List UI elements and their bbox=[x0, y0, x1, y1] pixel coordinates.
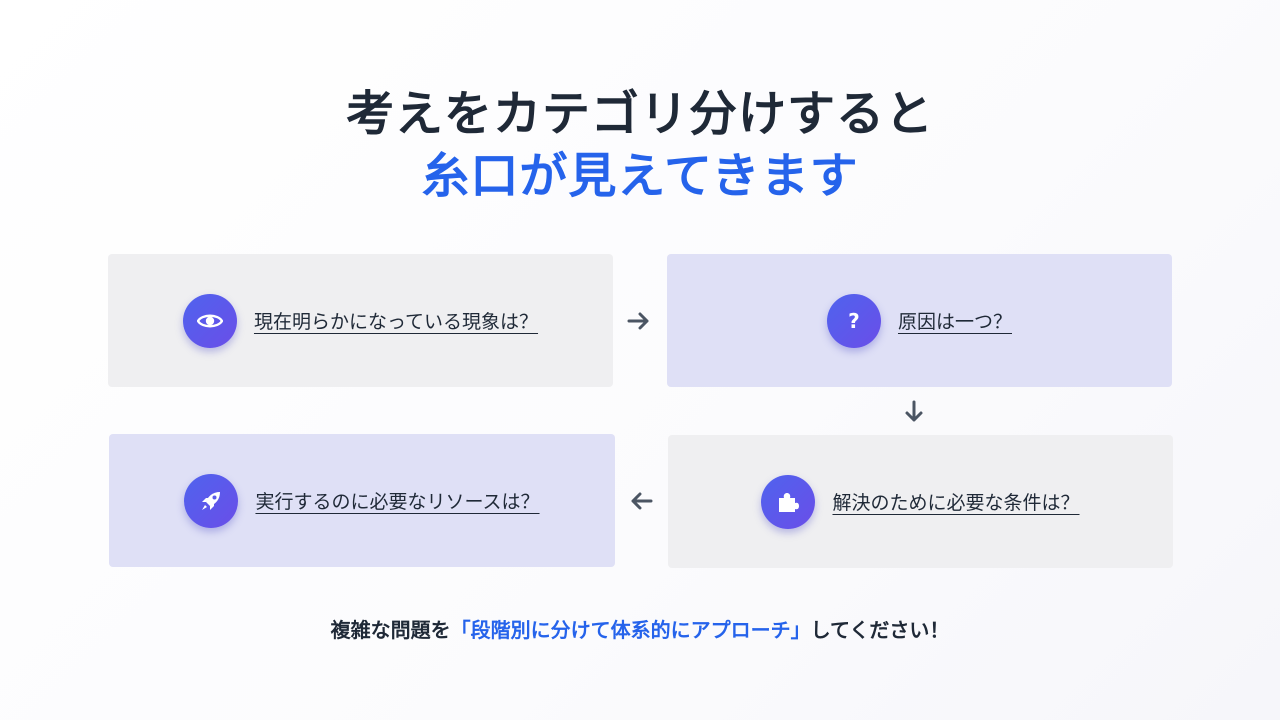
card-single-cause: ? 原因は一つ？ bbox=[667, 254, 1172, 387]
arrow-right-icon bbox=[627, 312, 649, 330]
rocket-icon bbox=[184, 473, 239, 528]
question-mark: ? bbox=[848, 308, 860, 333]
footer-suffix: してください！ bbox=[810, 618, 950, 642]
card-label: 解決のために必要な条件は？ bbox=[832, 492, 1080, 514]
eye-icon bbox=[182, 293, 237, 348]
card-label: 原因は一つ？ bbox=[897, 311, 1012, 333]
title-line-1: 考えをカテゴリ分けすると bbox=[345, 86, 934, 142]
question-icon: ? bbox=[826, 293, 881, 348]
footer-prefix: 複雑な問題を bbox=[330, 618, 451, 642]
card-required-conditions: 解決のために必要な条件は？ bbox=[668, 435, 1173, 568]
arrow-left-icon bbox=[631, 492, 653, 510]
card-current-phenomena: 現在明らかになっている現象は？ bbox=[108, 254, 613, 387]
title-line-2: 糸口が見えてきます bbox=[421, 148, 859, 204]
card-required-resources: 実行するのに必要なリソースは？ bbox=[109, 434, 615, 567]
footer-highlight: 「段階別に分けて体系的にアプローチ」 bbox=[450, 618, 811, 642]
puzzle-icon bbox=[761, 474, 816, 529]
footer-message: 複雑な問題を「段階別に分けて体系的にアプローチ」してください！ bbox=[0, 613, 1280, 647]
arrow-down-icon bbox=[905, 400, 923, 422]
card-label: 実行するのに必要なリソースは？ bbox=[255, 491, 540, 513]
card-label: 現在明らかになっている現象は？ bbox=[253, 311, 539, 333]
